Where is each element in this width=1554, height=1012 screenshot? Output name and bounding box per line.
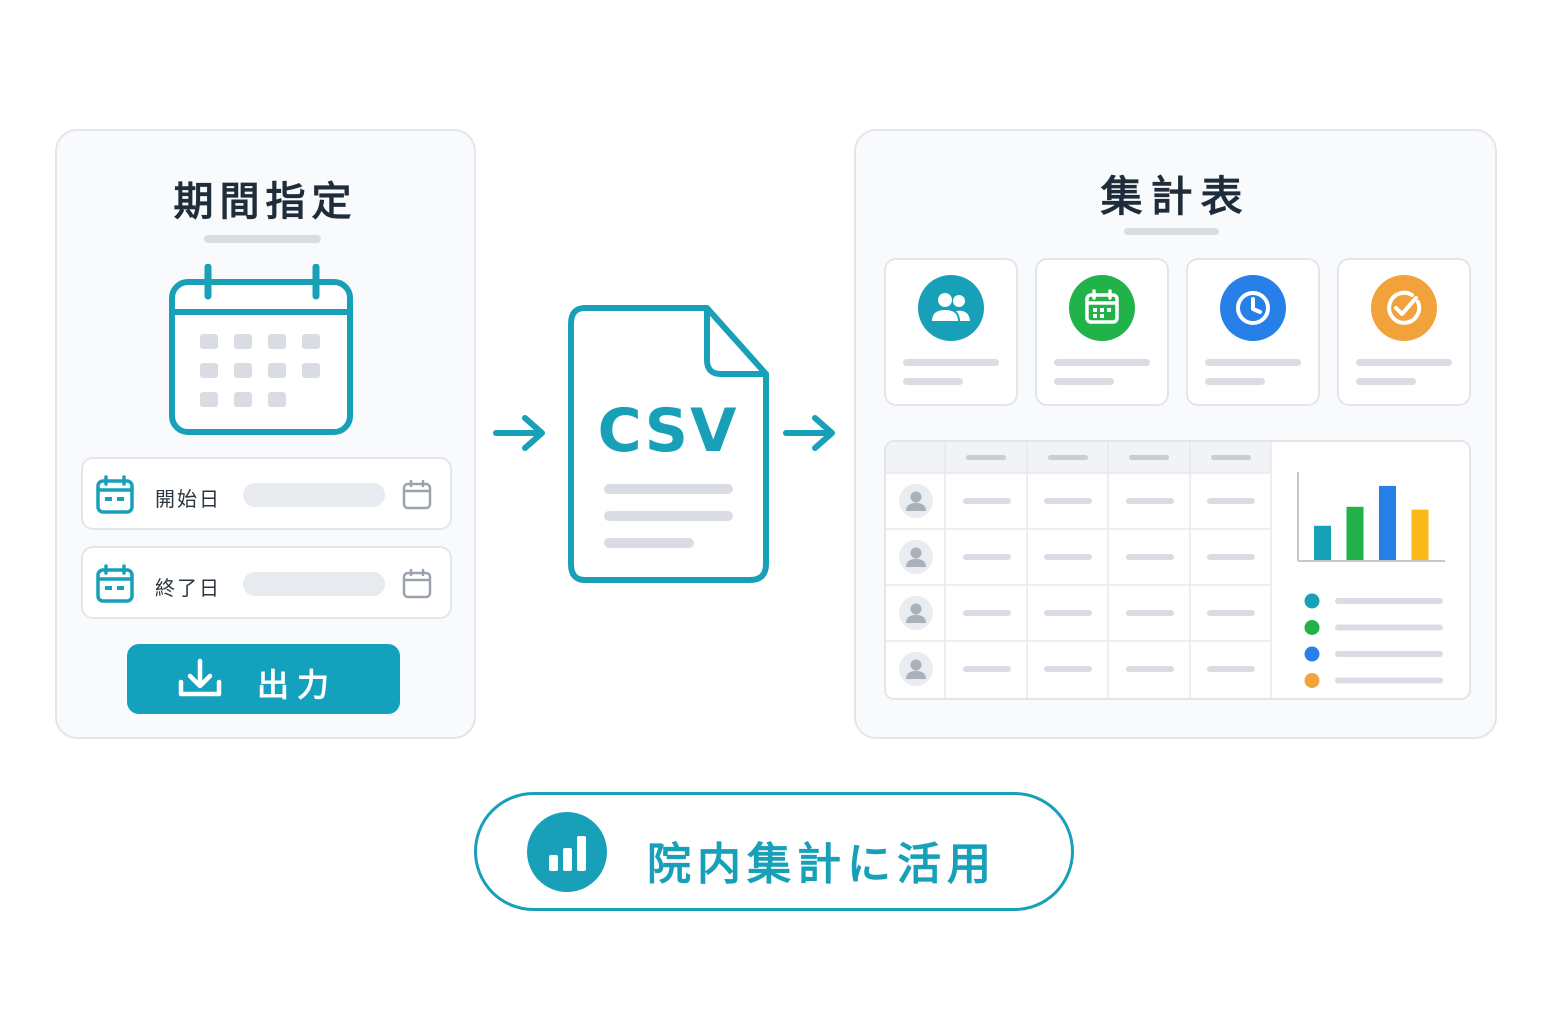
period-panel-title: 期間指定 — [173, 179, 358, 225]
title-underline — [1124, 228, 1219, 235]
date-picker-icon[interactable] — [401, 568, 433, 600]
chart-bar — [1314, 525, 1331, 560]
arrow-right-icon — [783, 415, 835, 451]
column-header — [1211, 455, 1251, 460]
legend-dot — [1304, 593, 1320, 609]
kpi-card-check — [1337, 258, 1471, 406]
kpi-placeholder-line — [1205, 359, 1301, 366]
table-cell-placeholder — [963, 498, 1011, 504]
period-panel: 期間指定 開始日 — [55, 129, 476, 739]
column-header — [966, 455, 1006, 460]
kpi-placeholder-line — [1054, 359, 1150, 366]
summary-panel: 集計表 — [854, 129, 1497, 739]
calendar-icon — [1069, 275, 1135, 341]
calendar-icon — [96, 475, 134, 514]
table-cell-placeholder — [963, 666, 1011, 672]
kpi-card-calendar — [1035, 258, 1169, 406]
usage-label: 院内集計に活用 — [647, 839, 997, 890]
kpi-placeholder-line — [1205, 378, 1265, 385]
export-button-label: 出力 — [257, 666, 338, 704]
kpi-placeholder-line — [1356, 359, 1452, 366]
table-cell-placeholder — [1044, 610, 1092, 616]
avatar-icon — [899, 540, 933, 574]
legend-dot — [1304, 646, 1320, 662]
kpi-placeholder-line — [903, 359, 999, 366]
start-date-value[interactable] — [243, 483, 385, 507]
avatar-icon — [899, 596, 933, 630]
csv-label: CSV — [597, 396, 739, 466]
calendar-icon — [96, 564, 134, 603]
start-date-label: 開始日 — [155, 487, 221, 511]
table-cell-placeholder — [963, 610, 1011, 616]
legend-placeholder-line — [1335, 624, 1443, 631]
table-cell-placeholder — [1207, 498, 1255, 504]
table-cell-placeholder — [1044, 666, 1092, 672]
legend-item — [1304, 620, 1443, 635]
legend-item — [1304, 646, 1443, 662]
kpi-card-users — [884, 258, 1018, 406]
table-cell-placeholder — [1207, 554, 1255, 560]
calendar-icon — [169, 264, 353, 435]
end-date-label: 終了日 — [155, 576, 221, 600]
table-chart-area — [886, 442, 1445, 698]
avatar-icon — [899, 652, 933, 686]
table-cell-placeholder — [1207, 610, 1255, 616]
column-header — [1129, 455, 1169, 460]
date-picker-icon[interactable] — [401, 479, 433, 511]
csv-file-icon — [568, 305, 769, 583]
start-date-field[interactable]: 開始日 — [81, 457, 452, 530]
summary-table — [884, 440, 1471, 700]
export-button[interactable]: 出力 — [127, 644, 400, 714]
chart-bar — [1411, 509, 1429, 560]
summary-panel-title: 集計表 — [1100, 172, 1251, 221]
chart-bar — [1346, 506, 1364, 560]
end-date-field[interactable]: 終了日 — [81, 546, 452, 619]
kpi-card-clock — [1186, 258, 1320, 406]
table-cell-placeholder — [963, 554, 1011, 560]
legend-placeholder-line — [1335, 651, 1443, 657]
table-cell-placeholder — [1126, 610, 1174, 616]
legend-placeholder-line — [1335, 598, 1443, 604]
table-cell-placeholder — [1126, 554, 1174, 560]
download-icon — [178, 658, 222, 697]
bar-chart-icon — [527, 812, 607, 892]
avatar-icon — [899, 484, 933, 518]
kpi-placeholder-line — [1356, 378, 1416, 385]
table-cell-placeholder — [1126, 666, 1174, 672]
legend-placeholder-line — [1335, 677, 1443, 684]
legend-dot — [1304, 620, 1320, 635]
clock-icon — [1220, 275, 1286, 341]
usage-banner: 院内集計に活用 — [474, 792, 1074, 911]
check-icon — [1371, 275, 1437, 341]
table-cell-placeholder — [1126, 498, 1174, 504]
legend-item — [1304, 593, 1443, 609]
table-cell-placeholder — [1044, 554, 1092, 560]
column-header — [1048, 455, 1088, 460]
table-cell-placeholder — [1044, 498, 1092, 504]
table-cell-placeholder — [1207, 666, 1255, 672]
users-icon — [918, 275, 984, 341]
kpi-placeholder-line — [1054, 378, 1114, 385]
title-underline — [204, 235, 321, 243]
legend-item — [1304, 673, 1443, 688]
end-date-value[interactable] — [243, 572, 385, 596]
kpi-placeholder-line — [903, 378, 963, 385]
chart-bar — [1379, 485, 1396, 560]
arrow-right-icon — [493, 415, 545, 451]
legend-dot — [1304, 673, 1320, 688]
